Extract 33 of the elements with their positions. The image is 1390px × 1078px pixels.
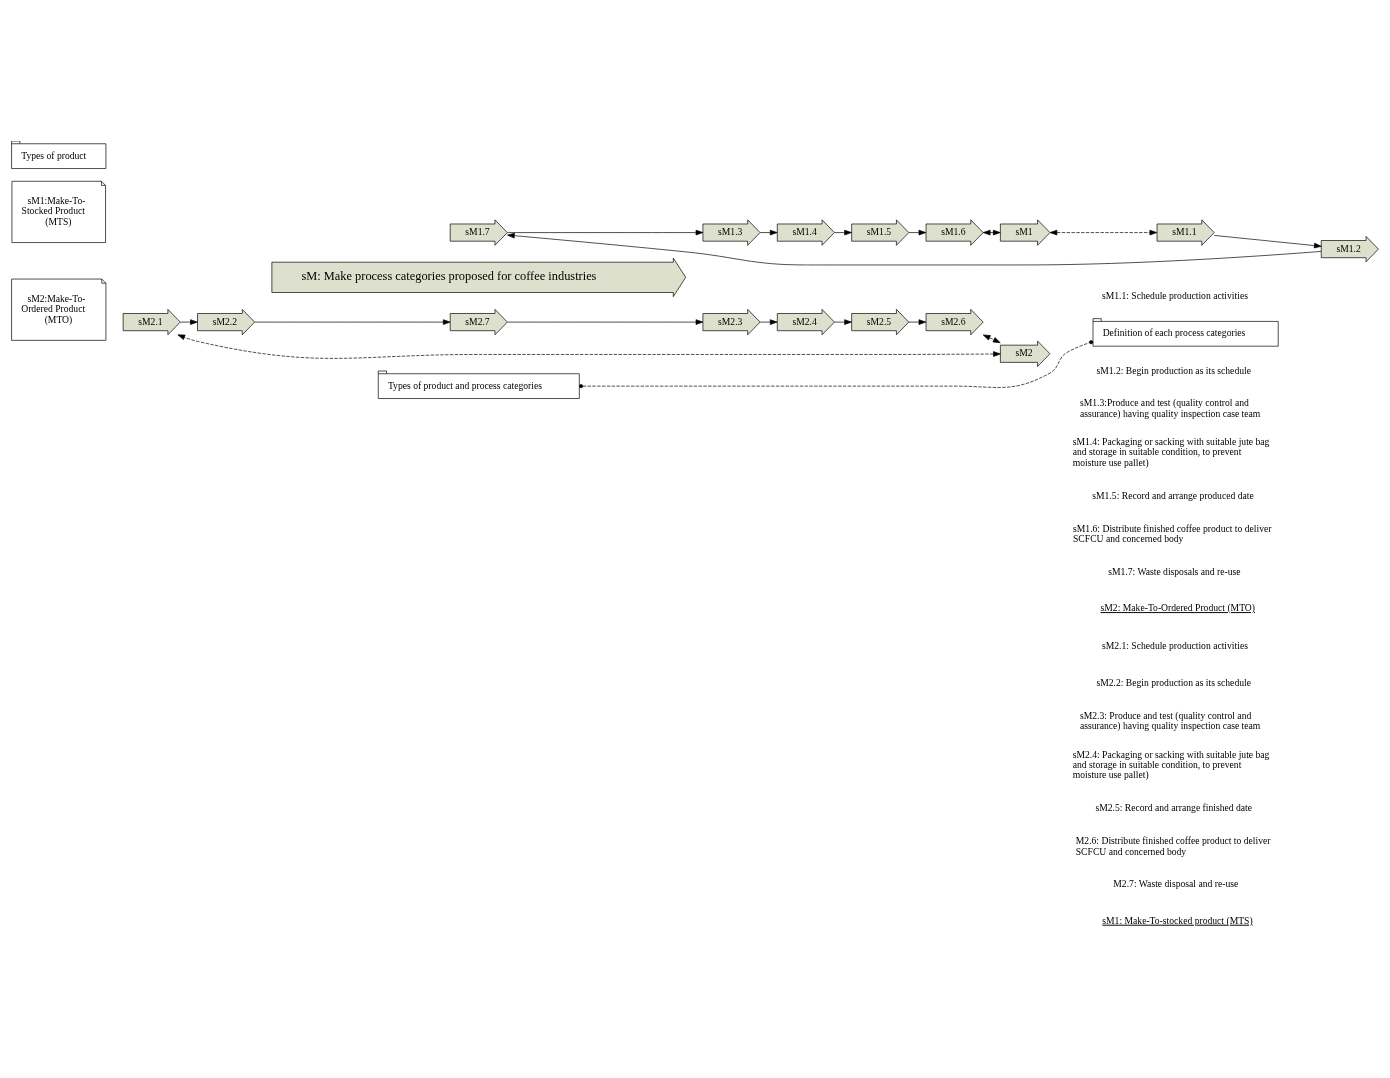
label: M2.6: Distribute finished coffee product to deliver SCFCU and concerned body: [1075, 835, 1271, 857]
arrow: [254, 319, 451, 325]
label: sM2.5: Record and arrange finished date: [1095, 802, 1253, 814]
label: sM1.3:Produce and test (quality control and assurance) having quality inspection case team: [1079, 397, 1261, 419]
label: sM1.1: Schedule production activities: [1101, 290, 1248, 302]
label: M2.7: Waste disposal and re-use: [1113, 878, 1239, 890]
arrow: [834, 319, 852, 325]
arrow: [1213, 235, 1322, 249]
label: sM1.2: Begin production as its schedule: [1096, 364, 1251, 376]
arrow: [908, 229, 927, 236]
arrow: [982, 229, 1001, 236]
label: sM1.4: Packaging or sacking with suitable jute bag and storage in suitable condition, to prevent moisture use pallet): [1072, 436, 1270, 468]
arrow: [908, 319, 927, 325]
label: sM1.5: Record and arrange produced date: [1092, 489, 1254, 501]
arrow: [1049, 229, 1158, 236]
label: sM2.2: Begin production as its schedule: [1096, 677, 1251, 689]
arrow: [180, 319, 198, 325]
arrow: [982, 334, 1001, 343]
label: sM2.3: Produce and test (quality control and assurance) having quality inspection case team: [1079, 709, 1261, 732]
arrow: [507, 232, 1322, 266]
label: sM1: Make-To-stocked product (MTS): [1102, 914, 1253, 926]
label: sM2: Make-To-Ordered Product (MTO): [1100, 602, 1256, 614]
label: sM1.7: Waste disposals and re-use: [1108, 565, 1241, 577]
arrow: [507, 229, 704, 236]
label: sM1.6: Distribute finished coffee product to deliver SCFCU and concerned body: [1073, 522, 1272, 544]
arrow: [177, 334, 1001, 359]
arrow: [759, 319, 778, 325]
connector: [579, 340, 1094, 389]
arrow: [834, 229, 852, 236]
label: sM2.4: Packaging or sacking with suitable jute bag and storage in suitable condition, to prevent moisture use pallet): [1072, 748, 1270, 781]
label: sM2.1: Schedule production activities: [1101, 639, 1248, 651]
arrow: [759, 229, 778, 236]
arrow: [507, 319, 704, 325]
